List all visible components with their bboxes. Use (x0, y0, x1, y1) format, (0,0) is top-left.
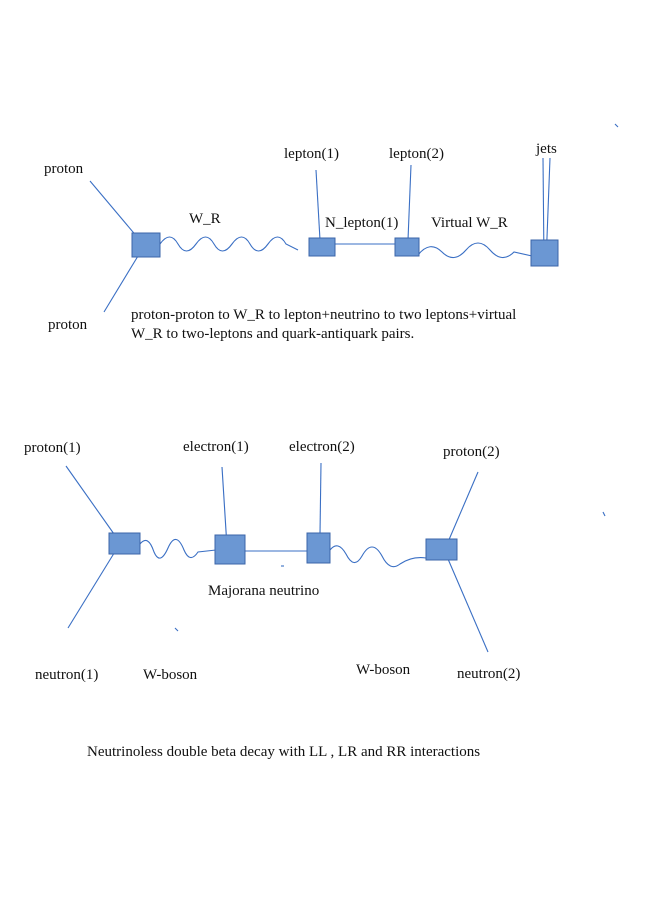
label-w-boson-right: W-boson (356, 662, 411, 678)
label-w-boson-left: W-boson (143, 667, 198, 683)
virtual-w-r-wavy-line (417, 242, 533, 259)
label-proton-bottom: proton (48, 317, 88, 333)
diagram-neutrinoless-double-beta: proton(1) electron(1) electron(2) proton… (24, 439, 520, 760)
electron2-line (319, 462, 322, 535)
vertex-box-7 (306, 532, 331, 564)
stray-mark-3 (174, 627, 179, 632)
label-lepton1: lepton(1) (284, 146, 339, 162)
label-neutron2: neutron(2) (457, 666, 520, 682)
neutron2-line (444, 551, 489, 653)
label-majorana-neutrino: Majorana neutrino (208, 583, 319, 599)
vertex-box-4 (530, 239, 559, 267)
proton-bottom-line (103, 255, 139, 313)
proton-top-line (89, 180, 139, 239)
caption-line-2: W_R to two-leptons and quark-antiquark p… (131, 326, 414, 342)
label-w-r: W_R (189, 211, 221, 227)
stray-mark-2 (602, 511, 606, 517)
neutron1-line (67, 549, 117, 629)
stray-mark-1 (614, 123, 619, 128)
vertex-box-1 (131, 232, 161, 258)
label-virtual-w-r: Virtual W_R (431, 215, 508, 231)
w-r-wavy-line (159, 236, 299, 252)
label-jets: jets (535, 141, 557, 157)
label-lepton2: lepton(2) (389, 146, 444, 162)
label-proton-top: proton (44, 161, 84, 177)
label-electron2: electron(2) (289, 439, 355, 455)
diagram-wr-production: proton proton W_R lepton(1) lepton(2) je… (44, 141, 559, 342)
proton1-line (65, 465, 115, 535)
vertex-box-5 (108, 532, 141, 555)
label-neutron1: neutron(1) (35, 667, 98, 683)
w-boson-left-wavy-line (139, 538, 217, 559)
lepton2-line (407, 164, 412, 241)
proton2-line (447, 471, 479, 543)
vertex-box-6 (214, 534, 246, 565)
vertex-box-8 (425, 538, 458, 561)
vertex-box-3 (394, 237, 420, 257)
caption-double-beta: Neutrinoless double beta decay with LL ,… (87, 744, 480, 760)
label-n-lepton1: N_lepton(1) (325, 215, 398, 231)
lepton1-line (315, 169, 321, 241)
w-boson-right-wavy-line (329, 545, 427, 568)
vertex-box-2 (308, 237, 336, 257)
label-electron1: electron(1) (183, 439, 249, 455)
label-proton2: proton(2) (443, 444, 500, 460)
caption-line-1: proton-proton to W_R to lepton+neutrino … (131, 307, 516, 323)
label-proton1: proton(1) (24, 440, 81, 456)
